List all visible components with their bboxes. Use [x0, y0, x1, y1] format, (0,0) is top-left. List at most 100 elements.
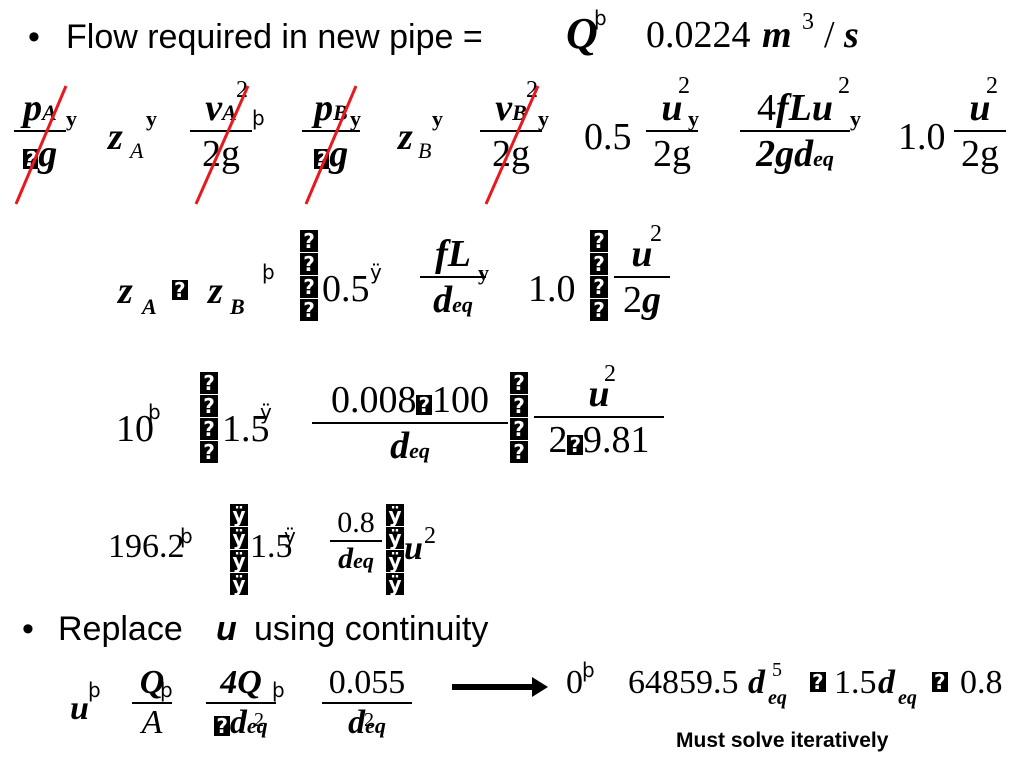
l2-zB-sub: B — [230, 294, 245, 319]
2g-denominator: 2g — [492, 133, 530, 175]
l4-plus-glyph: ÿ — [284, 524, 296, 548]
l2-frac-u2-2g: u 2g — [614, 232, 670, 322]
l5-eq-sub: eq — [246, 713, 268, 738]
strike-pB — [304, 85, 358, 205]
l5-4Q: 4Q — [220, 664, 262, 701]
frac-u2-2g-a: u 2g — [646, 86, 698, 176]
plus-glyph-2: y — [146, 106, 157, 131]
l5-d2: d — [348, 704, 366, 741]
2g-denominator: 2g — [961, 133, 999, 175]
frac-pB-rhog: pB ?g — [302, 86, 360, 176]
l3-9-81: 9.81 — [583, 419, 650, 461]
flow-unit-slash: / — [824, 14, 835, 56]
l5-u: u — [70, 690, 89, 727]
l3-equals-glyph: þ — [148, 400, 161, 424]
l4-d: d — [338, 542, 354, 575]
l5-0-8: 0.8 — [960, 664, 1003, 701]
l2-zA: z — [118, 270, 133, 312]
fLu-exponent: 2 — [838, 73, 850, 99]
frac-vB-2g: vB 2g — [480, 86, 542, 176]
l5-equals-glyph-3: þ — [272, 678, 285, 702]
l5-1-5: 1.5 — [834, 664, 877, 701]
l2-right-bracket: ???? — [590, 230, 608, 321]
zA-subscript: A — [130, 138, 144, 163]
zA-symbol: z — [108, 116, 123, 158]
l4-u: u — [404, 530, 423, 567]
frac-bar — [954, 130, 1006, 132]
flow-unit-s: s — [844, 14, 859, 56]
frac-bar — [646, 130, 698, 132]
u-numerator: u — [661, 87, 683, 129]
l3-2: 2 — [548, 419, 568, 461]
plus-glyph-5: y — [538, 106, 549, 131]
l5-minus-box-1: ? — [810, 670, 826, 694]
l3-coef-1-5: 1.5 — [222, 408, 270, 450]
l2-frac-fL-d: fL deq — [420, 232, 486, 322]
eq-subscript: eq — [813, 146, 834, 171]
fLu-symbol: fLu — [776, 87, 833, 129]
l5-d5-exponent: 5 — [772, 659, 782, 681]
flow-required-label: Flow required in new pipe = — [66, 18, 483, 56]
zB-symbol: z — [398, 116, 413, 158]
l3-u-exponent: 2 — [604, 361, 616, 387]
plus-glyph-1: y — [66, 106, 77, 131]
l2-zB: z — [208, 270, 223, 312]
l3-times-box-2: ? — [567, 433, 584, 457]
frac-bar — [614, 276, 670, 278]
l2-2: 2 — [623, 279, 642, 321]
l4-coef-1-5: 1.5 — [250, 528, 293, 565]
l2-u-exponent: 2 — [650, 221, 662, 247]
four-coef: 4 — [757, 87, 776, 129]
l2-fL: fL — [435, 233, 471, 275]
l5-d5-eq-sub: eq — [768, 687, 787, 709]
frac-bar — [190, 130, 252, 132]
coef-0-5: 0.5 — [584, 116, 632, 158]
frac-bar — [420, 276, 486, 278]
l2-coef-0-5: 0.5 — [322, 268, 370, 310]
2g-denominator: 2g — [653, 133, 691, 175]
l4-0-8: 0.8 — [337, 506, 375, 539]
replace-label: Replace — [58, 610, 183, 648]
implies-arrow-icon — [452, 677, 548, 697]
equals-glyph-1: þ — [252, 106, 265, 130]
coef-1-0: 1.0 — [898, 116, 946, 158]
frac-bar — [206, 702, 276, 704]
frac-4fLu-2gd: 4fLu 2gdeq — [740, 86, 850, 176]
strike-pA — [14, 85, 68, 205]
l2-d: d — [433, 279, 453, 321]
l5-d-lin-eq-sub: eq — [898, 687, 917, 709]
l5-eq-sub-2: eq — [365, 713, 386, 738]
pB-symbol: p — [314, 87, 334, 129]
flow-equals-glyph: þ — [594, 6, 607, 30]
l4-eq-sub: eq — [353, 548, 374, 573]
frac-bar — [132, 702, 172, 704]
l5-frac-4Q: 4Q ?deq — [206, 664, 276, 742]
u-exponent-b: 2 — [986, 73, 998, 99]
l5-equals-glyph-2: þ — [160, 678, 173, 702]
strike-vA — [194, 85, 250, 205]
zB-subscript: B — [418, 138, 432, 163]
l3-left-bracket: ???? — [200, 372, 218, 463]
frac-bar — [330, 540, 382, 542]
l5-Q: Q — [139, 664, 165, 701]
l3-times-box: ? — [416, 393, 433, 417]
l5-0-055: 0.055 — [328, 664, 406, 701]
flow-unit-exp: 3 — [802, 9, 814, 35]
l5-minus-box-2: ? — [932, 670, 948, 694]
frac-u2-2g-b: u 2g — [954, 86, 1006, 176]
u-numerator: u — [969, 87, 991, 129]
l2-coef-1-0: 1.0 — [528, 268, 576, 310]
pA-symbol: p — [23, 87, 43, 129]
l2-u: u — [631, 233, 653, 275]
l3-100: 100 — [432, 379, 490, 421]
l4-u-exponent: 2 — [424, 523, 436, 549]
must-solve-note: Must solve iteratively — [676, 729, 889, 752]
frac-bar — [302, 130, 360, 132]
l2-equals-glyph: þ — [262, 260, 275, 284]
l5-pi-box: ? — [214, 714, 230, 738]
frac-bar — [480, 130, 542, 132]
frac-bar — [312, 422, 508, 424]
